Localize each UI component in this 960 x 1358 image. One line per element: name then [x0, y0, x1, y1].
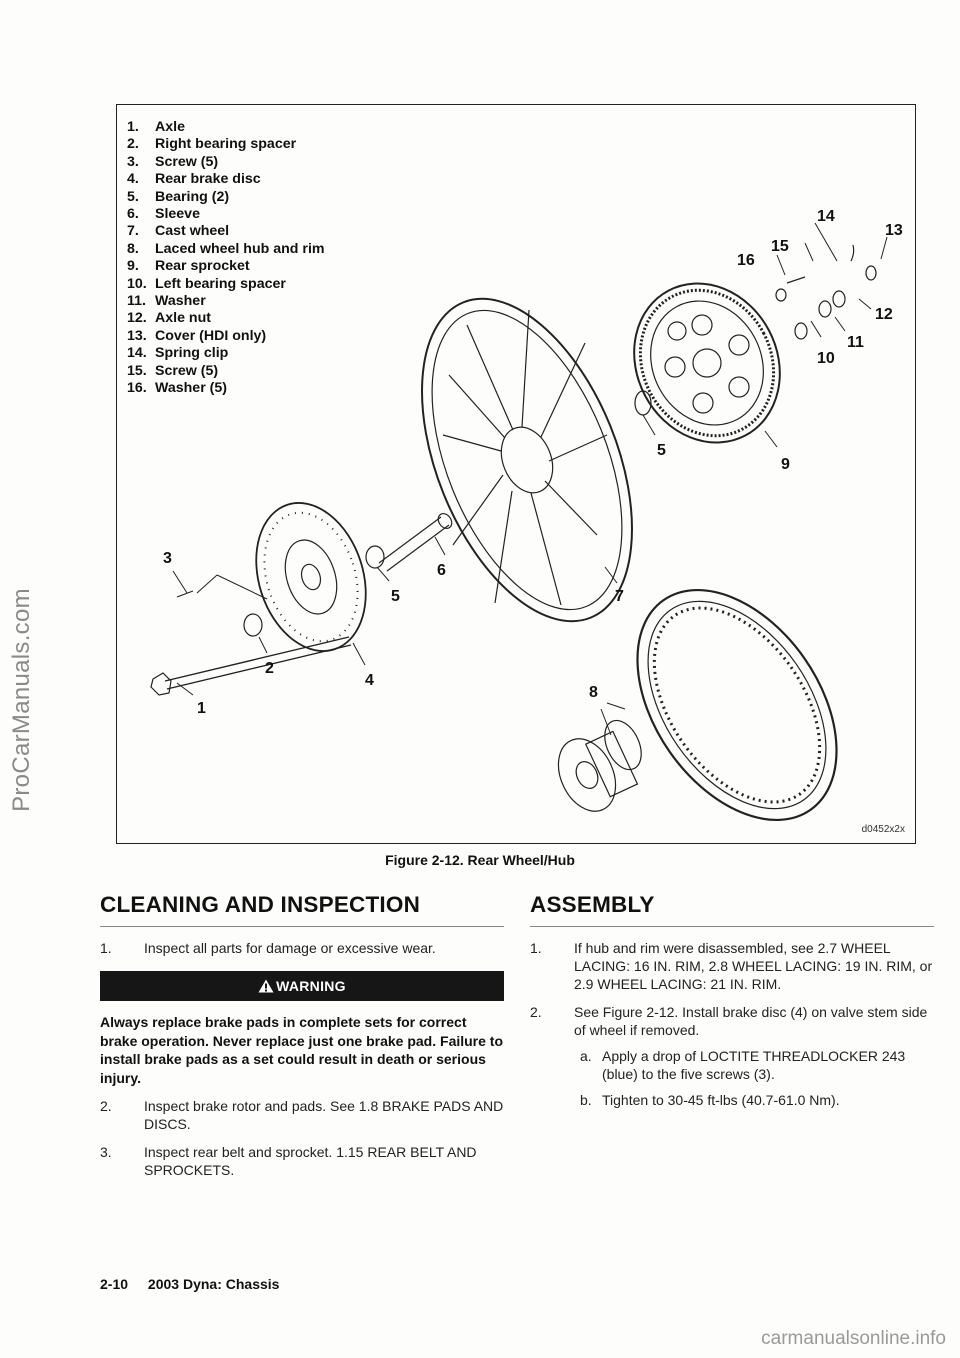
callout-label: 16	[737, 252, 755, 269]
bearing	[365, 545, 385, 569]
callout-label: 14	[817, 208, 835, 225]
laced-rim	[557, 588, 838, 822]
axle-nut	[832, 290, 846, 308]
legend-item: 5.Bearing (2)	[127, 188, 230, 205]
callout-label: 9	[781, 456, 790, 473]
washer	[775, 288, 787, 302]
legend-item: 4.Rear brake disc	[127, 171, 261, 188]
axle-washer	[818, 300, 832, 318]
legend-item: 11.Washer	[127, 293, 206, 310]
legend-item: 3.Screw (5)	[127, 153, 219, 170]
step: 3.Inspect rear belt and sprocket. 1.15 R…	[100, 1144, 477, 1178]
left-bearing-spacer	[794, 322, 808, 340]
page-number: 2-10	[100, 1276, 129, 1292]
step: 1.Inspect all parts for damage or excess…	[100, 940, 436, 956]
figure-caption: Figure 2-12. Rear Wheel/Hub	[385, 852, 575, 868]
callout-label: 5	[657, 442, 666, 459]
legend-item: 13.Cover (HDI only)	[127, 327, 267, 344]
legend-item: 10.Left bearing spacer	[127, 275, 286, 292]
assembly-section: ASSEMBLY 1.If hub and rim were disassemb…	[530, 892, 934, 1109]
warning-label: WARNING	[276, 978, 346, 994]
legend-item: 16.Washer (5)	[127, 380, 228, 397]
callout-label: 4	[365, 672, 374, 689]
spring-clip	[850, 244, 855, 262]
callout-label: 6	[437, 562, 446, 579]
step: 1.If hub and rim were disassembled, see …	[530, 940, 933, 992]
callout-label: 1	[197, 700, 206, 717]
callout-label: 3	[163, 550, 172, 567]
bottom-watermark: carmanualsonline.info	[761, 1328, 946, 1349]
warning-banner: WARNING	[100, 971, 504, 1001]
legend-item: 8.Laced wheel hub and rim	[127, 240, 325, 257]
exploded-view-figure: 1.Axle 2.Right bearing spacer 3.Screw (5…	[116, 104, 916, 844]
legend-item: 14.Spring clip	[127, 345, 229, 362]
page-footer: 2-10 2003 Dyna: Chassis	[100, 1276, 279, 1292]
cleaning-section: CLEANING AND INSPECTION 1.Inspect all pa…	[100, 892, 504, 1179]
sleeve	[378, 512, 453, 572]
sub-step: b.Tighten to 30-45 ft-lbs (40.7-61.0 Nm)…	[580, 1092, 840, 1108]
callout-label: 7	[615, 588, 624, 605]
sprocket-screw	[786, 276, 806, 284]
step: 2.Inspect brake rotor and pads. See 1.8 …	[100, 1098, 504, 1132]
callout-label: 15	[771, 238, 789, 255]
step: 2.See Figure 2-12. Install brake disc (4…	[530, 1004, 928, 1038]
callout-label: 10	[817, 350, 835, 367]
callout-labels: 1 2 3 4 5 5 6 7 8 9 10 11 12 13 14 15 16	[163, 208, 903, 717]
callout-label: 2	[265, 660, 274, 677]
sub-step: a.Apply a drop of LOCTITE THREADLOCKER 2…	[580, 1048, 906, 1082]
callout-label: 8	[589, 684, 598, 701]
warning-icon	[258, 979, 274, 993]
drawing-id: d0452x2x	[861, 824, 905, 835]
axle	[150, 636, 352, 696]
manual-title: 2003 Dyna: Chassis	[147, 1276, 280, 1292]
legend-item: 7.Cast wheel	[127, 223, 230, 240]
axle-cover	[865, 265, 877, 281]
cast-wheel	[421, 297, 633, 623]
warning-text: Always replace brake pads in complete se…	[100, 1014, 504, 1086]
callout-label: 11	[847, 334, 864, 351]
legend-item: 12.Axle nut	[127, 310, 211, 327]
legend-item: 2.Right bearing spacer	[127, 136, 297, 153]
legend-item: 1.Axle	[127, 119, 185, 135]
side-watermark: ProCarManuals.com	[8, 588, 35, 812]
brake-disc-screw	[176, 590, 194, 598]
section-title: ASSEMBLY	[530, 892, 934, 927]
legend-item: 6.Sleeve	[127, 206, 200, 223]
right-bearing-spacer	[243, 613, 263, 637]
legend-item: 9.Rear sprocket	[127, 258, 250, 275]
callout-label: 12	[875, 306, 893, 323]
parts-legend: 1.Axle 2.Right bearing spacer 3.Screw (5…	[127, 119, 325, 398]
callout-label: 13	[885, 222, 903, 239]
rear-sprocket	[633, 282, 781, 444]
callout-label: 5	[391, 588, 400, 605]
legend-item: 15.Screw (5)	[127, 362, 219, 379]
leader-lines	[172, 222, 888, 736]
section-title: CLEANING AND INSPECTION	[100, 892, 504, 927]
wheel-hub-drawing: 1 2 3 4 5 5 6 7 8 9 10 11 12 13 14 15 16	[150, 208, 903, 822]
